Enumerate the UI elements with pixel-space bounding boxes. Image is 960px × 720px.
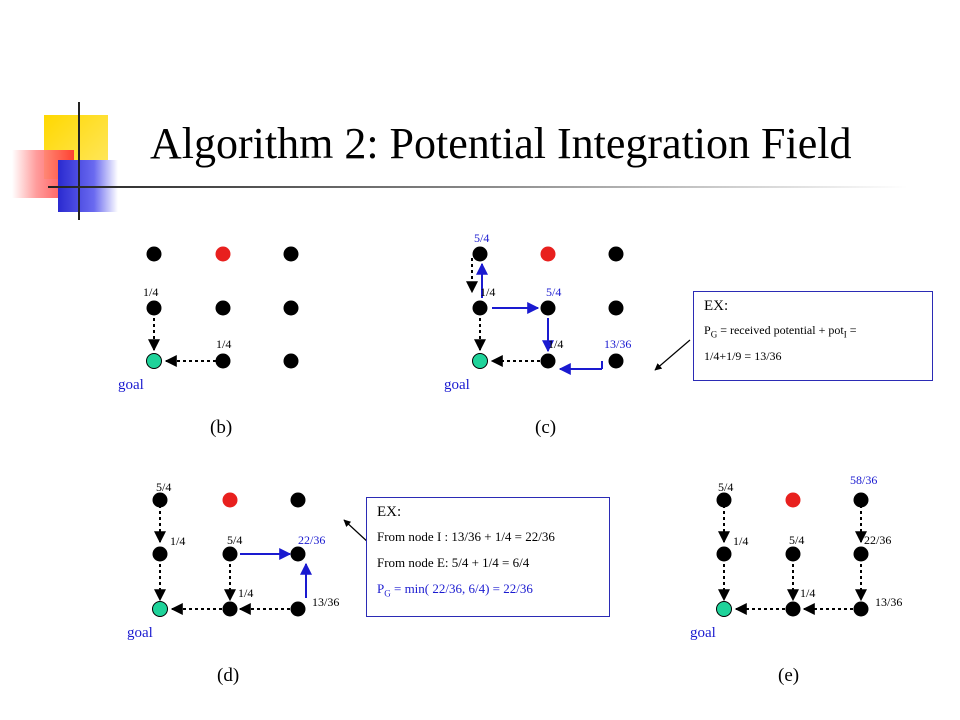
label-b-goal: goal [118,377,144,393]
label-e-m1: 5/4 [789,533,804,547]
node-e-d [716,546,732,562]
node-b-start [215,246,231,262]
node-d-a [152,492,168,508]
page-title: Algorithm 2: Potential Integration Field [150,119,852,168]
label-c-r: 13/36 [604,337,631,351]
node-e-goal [716,601,732,617]
label-e-top: 5/4 [718,480,733,494]
caption-e: (e) [778,665,799,686]
label-d-l1: 1/4 [170,534,185,548]
label-d-goal: goal [127,625,153,641]
node-d-f [290,546,306,562]
deco-vertical-line [78,102,80,220]
node-e-i [853,601,869,617]
node-c-goal [472,353,488,369]
label-e-r2: 13/36 [875,595,902,609]
node-e-start [785,492,801,508]
panel-e: 5/4 58/36 1/4 5/4 22/36 1/4 13/36 goal (… [690,473,902,686]
label-e-r1: 22/36 [864,533,891,547]
node-c-e [540,300,556,316]
box-d-heading: EX: [377,504,402,520]
panel-b: 1/4 1/4 goal (b) [118,246,299,438]
example-box-d: EX: From node I : 13/36 + 1/4 = 22/36 Fr… [366,497,610,617]
node-c-c [608,246,624,262]
panel-d: 5/4 1/4 5/4 22/36 1/4 13/36 goal (d) [127,480,339,686]
callout-arrow-c [654,339,691,371]
node-d-goal [152,601,168,617]
label-c-l1: 1/4 [480,285,495,299]
example-box-c: EX: PG = received potential + potI = 1/4… [693,291,933,381]
deco-horizontal-line [48,186,908,188]
label-c-top: 5/4 [474,231,489,245]
node-d-d [152,546,168,562]
node-d-c [290,492,306,508]
node-c-d [472,300,488,316]
node-c-start [540,246,556,262]
node-d-start [222,492,238,508]
box-c-line1: PG = received potential + potI = [704,323,857,340]
node-b-a [146,246,162,262]
label-e-topright: 58/36 [850,473,877,487]
callout-arrow-d [343,519,371,545]
label-d-r1: 22/36 [298,533,325,547]
label-c-m1: 5/4 [546,285,561,299]
label-c-l2: 1/4 [548,337,563,351]
caption-b: (b) [210,417,232,438]
label-d-m1: 5/4 [227,533,242,547]
label-b-l1: 1/4 [143,285,158,299]
box-c-line2: 1/4+1/9 = 13/36 [704,349,782,364]
node-c-f [608,300,624,316]
node-c-h [540,353,556,369]
label-e-goal: goal [690,625,716,641]
label-d-l2: 1/4 [238,586,253,600]
node-e-c [853,492,869,508]
label-c-goal: goal [444,377,470,393]
node-b-h [215,353,231,369]
node-e-h [785,601,801,617]
caption-c: (c) [535,417,556,438]
panel-c: 5/4 1/4 5/4 1/4 13/36 goal (c) [444,231,631,438]
label-e-l2: 1/4 [800,586,815,600]
node-b-goal [146,353,162,369]
node-e-f [853,546,869,562]
label-d-r2: 13/36 [312,595,339,609]
node-d-e [222,546,238,562]
box-d-line3: PG = min( 22/36, 6/4) = 22/36 [377,581,533,599]
node-b-d [146,300,162,316]
node-c-a [472,246,488,262]
node-b-f [283,300,299,316]
node-e-e [785,546,801,562]
label-e-l1: 1/4 [733,534,748,548]
node-e-a [716,492,732,508]
node-b-c [283,246,299,262]
node-d-i [290,601,306,617]
label-b-l2: 1/4 [216,337,231,351]
node-b-i [283,353,299,369]
box-c-heading: EX: [704,298,729,314]
node-c-i [608,353,624,369]
node-d-h [222,601,238,617]
caption-d: (d) [217,665,239,686]
box-d-line1: From node I : 13/36 + 1/4 = 22/36 [377,529,555,544]
label-d-top: 5/4 [156,480,171,494]
node-b-e [215,300,231,316]
box-d-line2: From node E: 5/4 + 1/4 = 6/4 [377,555,530,570]
